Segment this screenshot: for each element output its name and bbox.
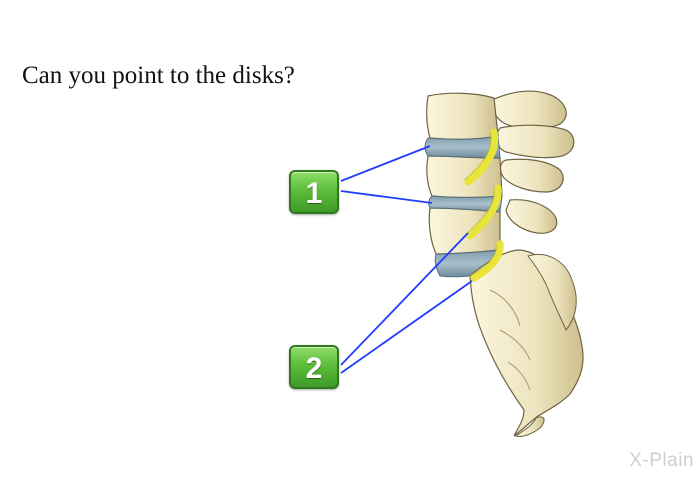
page-title: Can you point to the disks? xyxy=(22,62,295,89)
leader-line-2a xyxy=(340,232,469,366)
x-plain-logo: X-Plain xyxy=(629,450,694,471)
leader-lines xyxy=(340,145,473,374)
leader-line-1b xyxy=(340,190,433,204)
coccyx xyxy=(514,416,545,437)
label-badge-2: 2 xyxy=(289,345,339,389)
label-badge-1: 1 xyxy=(289,170,339,214)
label-number-2: 2 xyxy=(305,352,323,385)
leader-line-1a xyxy=(340,145,431,182)
label-number-1: 1 xyxy=(305,177,323,210)
vertebra-l1 xyxy=(426,92,499,140)
leader-line-2b xyxy=(340,280,473,374)
vertebral-bodies xyxy=(426,92,503,255)
spinous-processes xyxy=(491,90,575,234)
nerve-roots xyxy=(464,128,504,282)
